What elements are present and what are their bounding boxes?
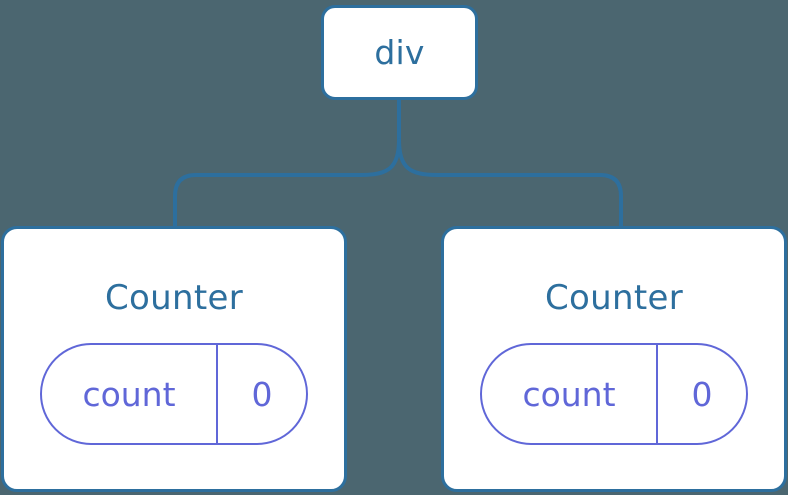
counter-right-title: Counter bbox=[545, 278, 683, 318]
node-counter-right[interactable]: Counter count 0 bbox=[441, 226, 787, 492]
connector-right-branch bbox=[397, 98, 623, 230]
node-counter-left[interactable]: Counter count 0 bbox=[1, 226, 347, 492]
counter-left-title: Counter bbox=[105, 278, 243, 318]
counter-left-state-pill[interactable]: count 0 bbox=[40, 343, 308, 445]
counter-right-state-key-cell: count bbox=[482, 345, 658, 443]
counter-left-state-value-cell: 0 bbox=[218, 345, 306, 443]
counter-right-state-value: 0 bbox=[691, 374, 713, 414]
counter-left-state-value: 0 bbox=[251, 374, 273, 414]
counter-left-state-key-cell: count bbox=[42, 345, 218, 443]
root-node-label: div bbox=[374, 33, 425, 72]
connector-left-branch bbox=[173, 138, 401, 230]
counter-left-state-key: count bbox=[82, 374, 176, 414]
counter-right-state-key: count bbox=[522, 374, 616, 414]
counter-right-state-pill[interactable]: count 0 bbox=[480, 343, 748, 445]
counter-right-state-value-cell: 0 bbox=[658, 345, 746, 443]
node-root-div[interactable]: div bbox=[321, 5, 478, 100]
